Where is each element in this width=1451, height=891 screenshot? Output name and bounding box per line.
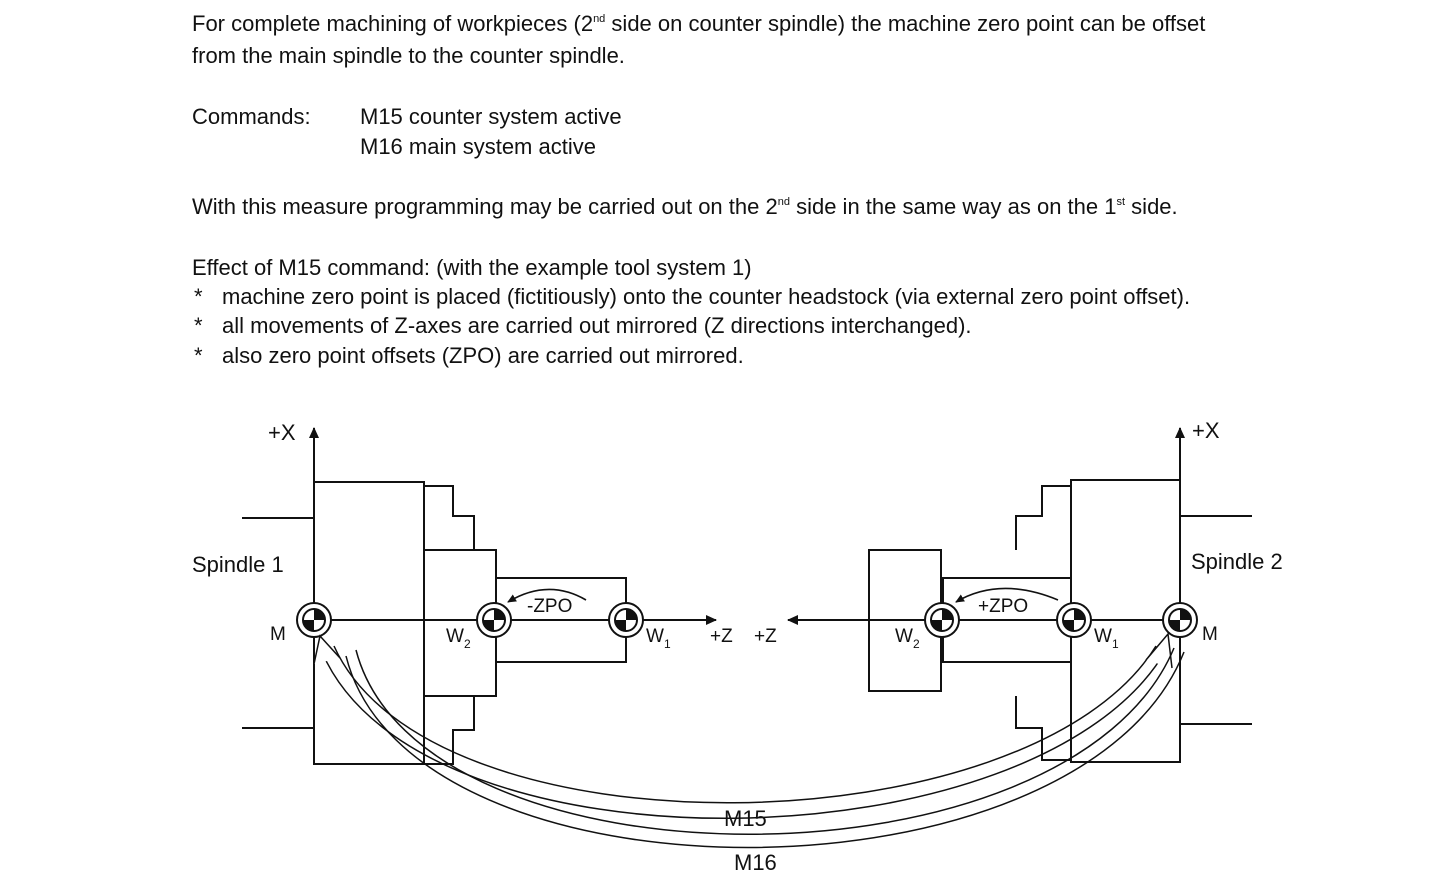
effect-heading: Effect of M15 command: (with the example… — [192, 255, 752, 280]
left-chuck-jaw-top — [424, 485, 475, 550]
measure-text-a: With this measure programming may be car… — [192, 194, 778, 219]
left-x-axis-label: +X — [268, 420, 296, 445]
measure-text-b: side in the same way as on the 1 — [789, 194, 1117, 219]
left-w1-letter: W — [646, 626, 664, 647]
left-w1-label: W1 — [646, 626, 671, 651]
intro-line-1: For complete machining of workpieces (2n… — [192, 9, 1205, 39]
left-w2-letter: W — [446, 626, 464, 647]
left-m-label: M — [270, 624, 286, 645]
bullet-text: machine zero point is placed (fictitious… — [222, 284, 1191, 309]
right-w1-subscript: 1 — [1112, 637, 1119, 651]
m15-transfer-arrow — [321, 632, 1173, 819]
m16-transfer-arrow — [313, 634, 1185, 849]
right-x-axis-label: +X — [1192, 418, 1220, 443]
right-w2-label: W2 — [895, 626, 920, 651]
intro-superscript: nd — [593, 13, 606, 25]
effect-bullet-2: * all movements of Z-axes are carried out… — [194, 311, 972, 341]
effect-bullet-3: * also zero point offsets (ZPO) are carri… — [194, 341, 744, 371]
intro-line-2: from the main spindle to the counter spi… — [192, 43, 625, 68]
right-zpo-label: +ZPO — [978, 596, 1028, 617]
m16-label: M16 — [734, 850, 777, 875]
bullet-star: * — [194, 284, 203, 309]
command-m15: M15 counter system active — [360, 104, 622, 129]
right-w2-subscript: 2 — [913, 637, 920, 651]
left-zpo-arrow — [507, 588, 587, 603]
right-chuck-jaw-top — [1015, 485, 1071, 550]
measure-text-c: side. — [1125, 194, 1178, 219]
right-chuck-jaw-bottom — [1015, 696, 1071, 761]
left-w2-zero-point-icon — [476, 602, 512, 638]
intro-text-b: side on counter spindle) the machine zer… — [605, 11, 1206, 36]
left-z-axis-label: +Z — [710, 626, 733, 647]
right-w1-letter: W — [1094, 626, 1112, 647]
measure-superscript-2: st — [1116, 196, 1126, 208]
measure-sentence: With this measure programming may be car… — [192, 192, 1178, 222]
intro-text-a: For complete machining of workpieces (2 — [192, 11, 594, 36]
right-w1-label: W1 — [1094, 626, 1119, 651]
left-m-zero-point-icon — [296, 602, 332, 638]
left-w1-subscript: 1 — [664, 637, 671, 651]
m15-label: M15 — [724, 806, 767, 831]
measure-superscript-1: nd — [777, 196, 790, 208]
bullet-star: * — [194, 313, 203, 338]
commands-label: Commands: — [192, 104, 311, 129]
left-zpo-label: -ZPO — [527, 596, 572, 617]
spindle-1-label: Spindle 1 — [192, 552, 284, 577]
right-m-zero-point-icon — [1162, 602, 1198, 638]
bullet-text: also zero point offsets (ZPO) are carrie… — [222, 343, 744, 368]
bullet-text: all movements of Z-axes are carried out … — [222, 313, 972, 338]
right-w2-zero-point-icon — [924, 602, 960, 638]
right-w1-zero-point-icon — [1056, 602, 1092, 638]
right-w2-letter: W — [895, 626, 913, 647]
right-zpo-arrow — [955, 587, 1059, 603]
left-w1-zero-point-icon — [608, 602, 644, 638]
right-z-axis-label: +Z — [754, 626, 777, 647]
spindle-2-label: Spindle 2 — [1191, 549, 1283, 574]
right-m-label: M — [1202, 624, 1218, 645]
command-m16: M16 main system active — [360, 134, 596, 159]
left-w2-label: W2 — [446, 626, 471, 651]
left-w2-subscript: 2 — [464, 637, 471, 651]
effect-bullet-1: * machine zero point is placed (fictitiou… — [194, 282, 1190, 312]
left-chuck-jaw-bottom — [424, 696, 475, 765]
zero-point-symbols — [296, 602, 1198, 638]
bullet-star: * — [194, 343, 203, 368]
